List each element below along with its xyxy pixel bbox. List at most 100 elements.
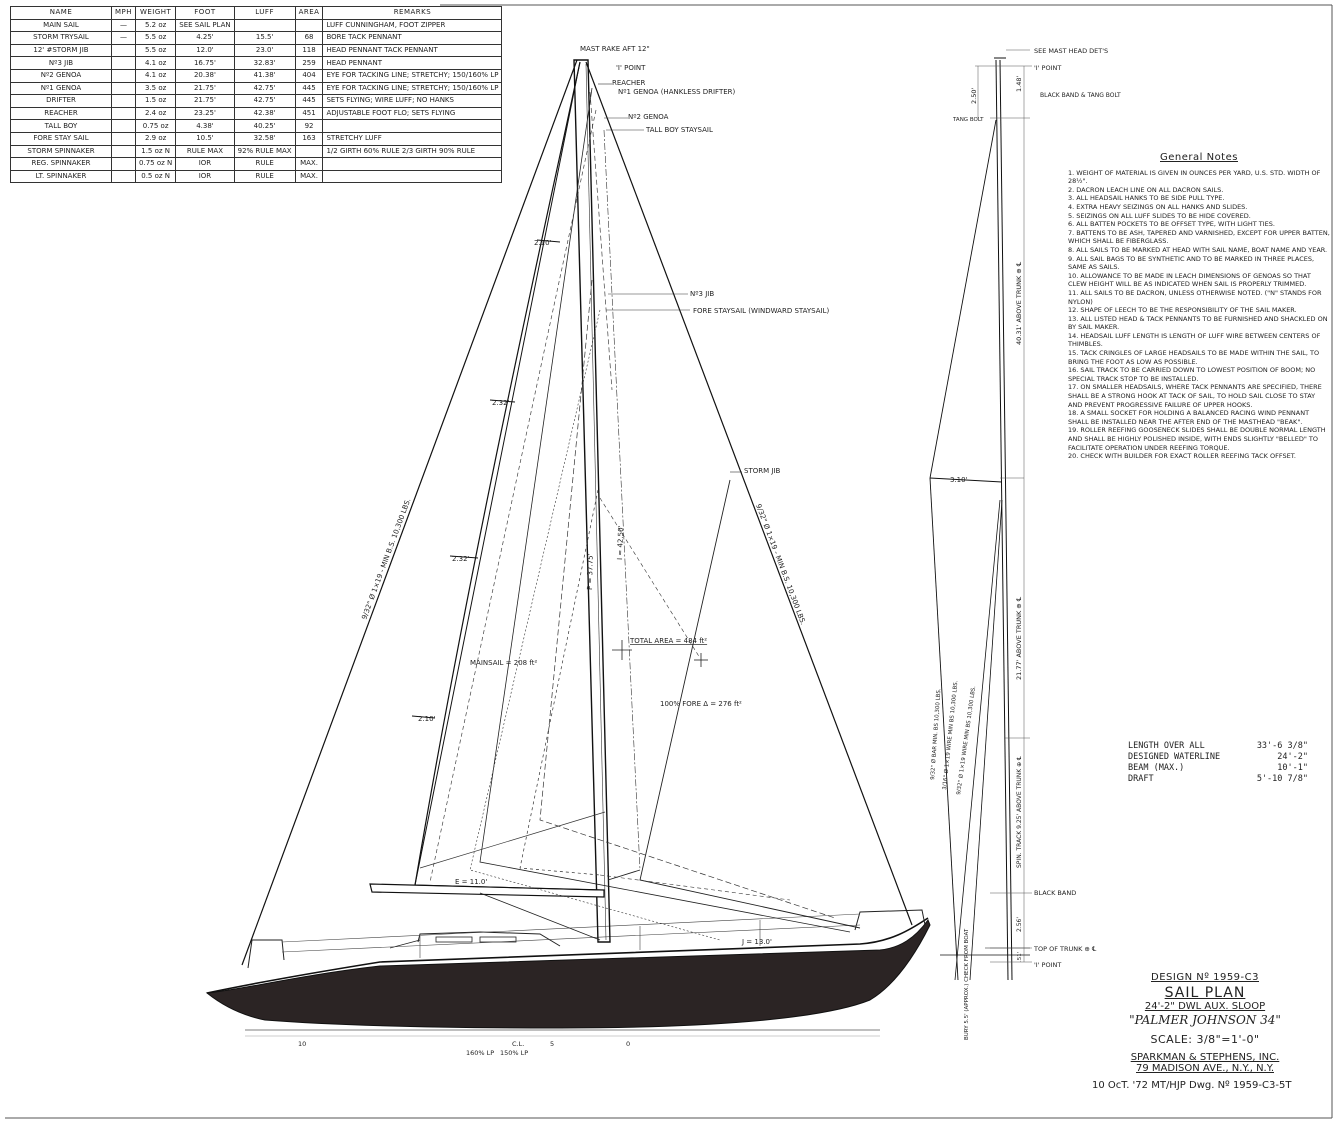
cell-luff: 32.83' xyxy=(233,56,296,70)
general-notes-title: General Notes xyxy=(1160,152,1238,163)
note-item: 14. HEADSAIL LUFF LENGTH IS LENGTH OF LU… xyxy=(1068,331,1321,349)
cell-luff: 41.38' xyxy=(233,68,296,83)
cell-weight: 0.75 oz N xyxy=(135,157,177,171)
dimension-label: BEAM (MAX.) xyxy=(1128,763,1185,773)
note-item: 13. ALL LISTED HEAD & TACK PENNANTS TO B… xyxy=(1068,314,1328,332)
label-fore-staysail: FORE STAYSAIL (WINDWARD STAYSAIL) xyxy=(693,307,829,315)
cell-weight: 4.1 oz xyxy=(135,56,177,70)
cell-area: 92 xyxy=(294,119,324,133)
cell-weight: 5.5 oz xyxy=(135,43,177,58)
note-item: 16. SAIL TRACK TO BE CARRIED DOWN TO LOW… xyxy=(1068,366,1316,383)
sheer-line xyxy=(206,917,929,994)
note-item: 12. SHAPE OF LEECH TO BE THE RESPONSIBIL… xyxy=(1068,306,1297,315)
cell-remarks xyxy=(322,169,503,184)
cell-remarks: STRETCHY LUFF xyxy=(322,131,503,146)
cell-mph: — xyxy=(110,18,137,33)
cell-remarks: HEAD PENNANT TACK PENNANT xyxy=(322,43,503,58)
cabin-window-1 xyxy=(435,936,473,943)
label-wire-1: 9/32" Ø BAR MIN. BS 10,300 LBS. xyxy=(929,688,942,780)
main-batten-1 xyxy=(536,239,561,243)
label-deck-note: BURY 5.5' (APPROX.) CHECK FROM BOAT xyxy=(964,928,970,1040)
lifeline-upper xyxy=(281,913,861,943)
cell-remarks: HEAD PENNANT xyxy=(322,56,503,70)
label-backstay: 9/32" Ø 1×19 - MIN B.S. 10,300 LBS. xyxy=(360,497,412,620)
note-item: 5. SEIZINGS ON ALL LUFF SLIDES TO BE HID… xyxy=(1068,211,1251,220)
designer-firm: SPARKMAN & STEPHENS, INC. xyxy=(1130,1052,1280,1063)
cell-name: REACHER xyxy=(10,106,112,121)
cell-remarks xyxy=(322,119,503,133)
dimension-value: 24'-2" xyxy=(1277,752,1308,762)
header-luff: LUFF xyxy=(233,6,296,20)
mast-profile-front xyxy=(995,59,1009,981)
cell-remarks: LUFF CUNNINGHAM, FOOT ZIPPER xyxy=(322,18,503,33)
label-batten-2: 2.32' xyxy=(492,399,510,407)
label-i-point-bottom: 'I' POINT xyxy=(1034,961,1061,969)
cell-name: FORE STAY SAIL xyxy=(10,131,112,146)
label-black-band-top: BLACK BAND & TANG BOLT xyxy=(1040,92,1121,99)
cell-name: Nº3 JIB xyxy=(10,56,112,70)
cell-area: MAX. xyxy=(294,157,324,171)
label-no3-jib: Nº3 JIB xyxy=(690,290,714,298)
note-item: 18. A SMALL SOCKET FOR HOLDING A BALANCE… xyxy=(1068,409,1310,426)
storm-trysail-outline xyxy=(519,489,601,876)
storm-jib-outline xyxy=(639,479,861,929)
cell-name: 12' #STORM JIB xyxy=(10,43,112,58)
cell-luff xyxy=(233,18,296,33)
reacher-leech xyxy=(589,91,613,391)
label-wire-3: 9/32" Ø 1×19 WIRE MIN BS 10,300 LBS. xyxy=(955,685,977,795)
no2-genoa-leech xyxy=(429,109,597,883)
shroud-lower xyxy=(929,477,959,981)
note-item: 2. DACRON LEACH LINE ON ALL DACRON SAILS… xyxy=(1068,185,1224,194)
main-batten-2 xyxy=(489,399,516,403)
cell-weight: 3.5 oz xyxy=(135,81,177,96)
mast-profile-back xyxy=(999,59,1013,981)
cell-foot: 4.38' xyxy=(175,119,235,133)
label-forestay: 9/32" Ø 1×19 - MIN B.S. 10,300 LBS. xyxy=(754,503,807,626)
label-see-mast-head: SEE MAST HEAD DET'S xyxy=(1034,47,1108,55)
header-remarks: REMARKS xyxy=(322,6,503,20)
cell-luff: 92% RULE MAX xyxy=(233,144,296,159)
cell-area: 118 xyxy=(294,43,324,58)
general-notes: General Notes 1. WEIGHT OF MATERIAL IS G… xyxy=(1068,152,1330,461)
note-item: 7. BATTENS TO BE ASH, TAPERED AND VARNIS… xyxy=(1068,228,1330,246)
cell-foot: 20.38' xyxy=(175,68,235,83)
cell-name: STORM SPINNAKER xyxy=(10,144,112,159)
shroud-upper xyxy=(929,119,997,479)
label-i-point-top: 'I' POINT xyxy=(616,64,646,72)
designer-address: 79 MADISON AVE., N.Y., N.Y. xyxy=(1136,1063,1274,1074)
drawing-date-number: 10 OcT. '72 MT/HJP Dwg. Nº 1959-C3-5T xyxy=(1092,1080,1292,1091)
note-item: 8. ALL SAILS TO BE MARKED AT HEAD WITH S… xyxy=(1068,245,1328,254)
label-above-trunk-2: 21.77' ABOVE TRUNK ⊕ ℄ xyxy=(1015,596,1023,680)
cell-luff: 42.38' xyxy=(233,106,296,121)
cell-area: 163 xyxy=(294,131,324,146)
stern-pulpit xyxy=(247,939,285,969)
label-spreader-310: 3.10' xyxy=(950,476,968,484)
label-storm-jib: STORM JIB xyxy=(744,467,780,475)
cell-foot: SEE SAIL PLAN xyxy=(175,18,235,33)
mainsail-outline xyxy=(414,61,602,891)
dimension-label: DESIGNED WATERLINE xyxy=(1128,752,1221,762)
cell-area: 68 xyxy=(294,31,324,45)
label-fore-triangle: 100% FORE Δ = 276 ft² xyxy=(660,700,742,708)
cell-weight: 0.5 oz N xyxy=(135,169,177,184)
general-notes-list: 1. WEIGHT OF MATERIAL IS GIVEN IN OUNCES… xyxy=(1068,169,1330,461)
cell-area: 445 xyxy=(294,94,324,108)
boom xyxy=(369,883,605,898)
fore-staysail-outline xyxy=(469,309,721,941)
foot-line-2 xyxy=(599,874,791,901)
drawing-subtitle: 24'-2" DWL AUX. SLOOP xyxy=(1144,1001,1266,1012)
cell-luff: 15.5' xyxy=(233,31,296,45)
cell-remarks xyxy=(322,157,503,171)
note-item: 10. ALLOWANCE TO BE MADE IN LEACH DIMENS… xyxy=(1068,271,1311,289)
label-i-point-right: 'I' POINT xyxy=(1034,64,1061,72)
cell-weight: 1.5 oz xyxy=(135,94,177,108)
